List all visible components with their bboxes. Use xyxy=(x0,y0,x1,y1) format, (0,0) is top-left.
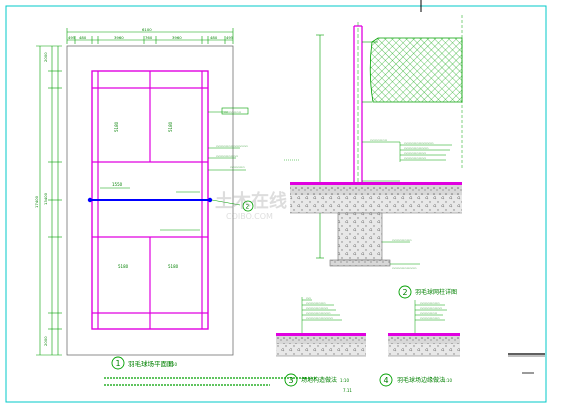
edge-asphalt xyxy=(388,336,460,344)
dim-side-2: 13400 xyxy=(43,192,48,205)
watermark-en: COIBO.COM xyxy=(226,212,273,221)
watermark-cn: 土木在线 xyxy=(215,190,287,212)
court-label-right: 5180 xyxy=(168,121,173,132)
title-block xyxy=(508,353,545,374)
title-3-circle xyxy=(284,373,298,387)
post-note-3: ▭▭▭▭▭▭▭▭▭▭ xyxy=(404,147,429,150)
field-note-2: ▭▭▭▭▭▭▭▭ xyxy=(306,302,326,305)
court-label-left: 5180 xyxy=(114,121,119,132)
title-4-circle xyxy=(379,373,393,387)
post-footing xyxy=(337,212,383,261)
plan-top-dimensions xyxy=(66,28,234,44)
field-asphalt xyxy=(276,336,366,344)
detail-callout-2 xyxy=(242,200,254,212)
court-label-low-left: 5180 xyxy=(118,264,129,269)
footing-base xyxy=(329,259,391,267)
drawing-frame xyxy=(5,5,547,403)
edge-note-4: ▭▭▭▭▭▭▭▭ xyxy=(420,317,440,320)
title-3: 3 场地构造做法 1:10 7.11 xyxy=(284,373,352,393)
edge-section: ▭▭▭▭▭▭▭▭ ▭▭▭▭▭▭▭▭▭ ▭▭▭▭▭▭▭ ▭▭▭▭▭▭▭▭ xyxy=(388,300,460,357)
dim-top-1: 495 xyxy=(68,35,76,40)
title-1-circle xyxy=(111,356,125,370)
dim-top-2: 480 xyxy=(79,35,87,40)
field-note-5: ▭▭▭▭▭▭▭▭▭▭▭ xyxy=(306,317,334,320)
net-post-section: ▭▭▭▭▭▭▭ ▭▭▭▭▭▭▭▭▭▭▭▭ ▭▭▭▭▭▭▭▭▭▭ ▭▭▭▭▭▭▭▭… xyxy=(284,15,463,270)
dim-top-6: 480 xyxy=(210,35,218,40)
edge-note-3: ▭▭▭▭▭▭▭ xyxy=(420,312,438,315)
concrete-layer xyxy=(290,195,462,213)
net-label: 1550 xyxy=(112,182,123,187)
edge-surface xyxy=(388,333,460,336)
field-section: ▭▭ ▭▭▭▭▭▭▭▭ ▭▭▭▭▭▭▭▭▭ ▭▭▭▭▭▭▭▭▭▭ ▭▭▭▭▭▭▭… xyxy=(276,297,366,357)
field-note-1: ▭▭ xyxy=(306,297,311,300)
title-3-subdim: 7.11 xyxy=(343,388,352,393)
title-1: 1 羽毛球场平面图 1:50 xyxy=(111,356,177,370)
title-2-text: 羽毛球网柱详图 xyxy=(415,288,457,296)
plan-note-4: ▭▭▭▭▭▭ xyxy=(230,166,245,169)
field-note-4: ▭▭▭▭▭▭▭▭▭▭ xyxy=(306,312,331,315)
dim-top-4: 760 xyxy=(145,35,153,40)
watermark: 土木在线 COIBO.COM xyxy=(215,190,287,221)
paving-outline xyxy=(66,45,234,356)
title-1-scale: 1:50 xyxy=(168,362,177,367)
title-4-text: 羽毛球场边缘做法 xyxy=(397,376,445,384)
title-3-text: 场地构造做法 xyxy=(301,376,337,384)
dim-top-7: 495 xyxy=(226,35,234,40)
title-3-scale: 1:10 xyxy=(340,378,349,383)
field-note-3: ▭▭▭▭▭▭▭▭▭ xyxy=(306,307,329,310)
dim-total-width: 6100 xyxy=(142,27,152,32)
dim-top-5: 3960 xyxy=(172,35,182,40)
title-2-number: 2 xyxy=(403,288,408,297)
plan-note-1: ▭▭▭▭▭▭▭ xyxy=(224,111,242,114)
title-4: 4 羽毛球场边缘做法 1:10 xyxy=(379,373,452,387)
plan-note-2: ▭▭▭▭▭▭▭▭▭▭▭▭▭ xyxy=(216,145,248,148)
title-3-number: 3 xyxy=(289,376,294,385)
field-concrete xyxy=(276,344,366,356)
post-note-7: ▭▭▭▭▭▭▭▭▭▭ xyxy=(392,267,417,270)
notes-block xyxy=(104,377,316,386)
surface-layer xyxy=(290,182,462,185)
net-post-right xyxy=(207,197,213,203)
net-mesh xyxy=(369,37,463,103)
edge-note-2: ▭▭▭▭▭▭▭▭▭ xyxy=(420,307,443,310)
plan-leaders xyxy=(176,107,249,206)
plan-left-dimensions xyxy=(36,45,62,356)
post-note-2: ▭▭▭▭▭▭▭▭▭▭▭▭ xyxy=(404,142,434,145)
post-note-1: ▭▭▭▭▭▭▭ xyxy=(370,139,388,142)
net-post-left xyxy=(87,197,93,203)
asphalt-layer xyxy=(290,185,462,195)
title-4-number: 4 xyxy=(384,376,389,385)
edge-note-1: ▭▭▭▭▭▭▭▭ xyxy=(420,302,440,305)
post-note-5: ▭▭▭▭▭▭▭▭▭ xyxy=(404,157,427,160)
dim-side-1: 2000 xyxy=(43,52,48,62)
edge-concrete xyxy=(388,344,460,356)
title-1-number: 1 xyxy=(116,359,121,368)
field-surface xyxy=(276,333,366,336)
title-2: 2 羽毛球网柱详图 xyxy=(398,285,457,299)
dim-side-3: 2000 xyxy=(43,336,48,346)
post-note-6: ▭▭▭▭▭▭▭▭ xyxy=(392,239,412,242)
dim-total-length: 17400 xyxy=(34,195,39,208)
dim-top-3: 3960 xyxy=(114,35,124,40)
title-1-text: 羽毛球场平面图 xyxy=(128,359,174,368)
detail-callout-2-num: 2 xyxy=(246,204,250,211)
post-note-4: ▭▭▭▭▭▭▭▭▭ xyxy=(404,152,427,155)
court-plan: 1550 5180 5180 5180 5180 xyxy=(66,45,234,356)
title-4-scale: 1:10 xyxy=(443,378,452,383)
court-label-low-right: 5180 xyxy=(168,264,179,269)
plan-note-3: ▭▭▭▭▭▭▭▭▭ xyxy=(216,155,239,158)
title-2-circle xyxy=(398,285,412,299)
